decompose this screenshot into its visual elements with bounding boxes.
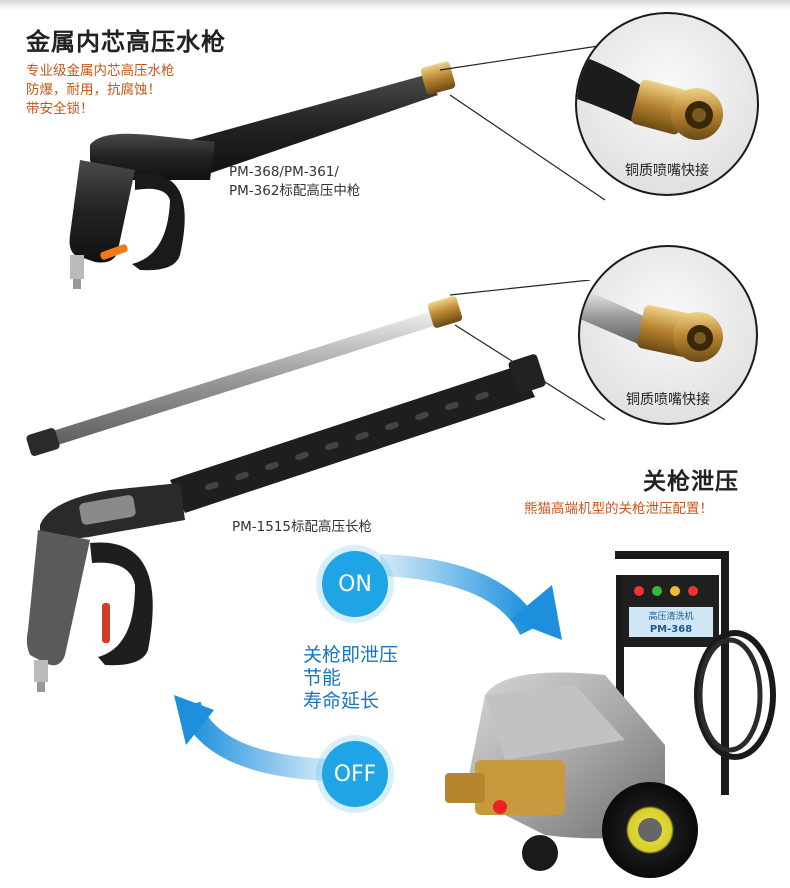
nozzle-zoom-circle-2: 铜质喷嘴快接 [578, 245, 758, 425]
section3-title: 关枪泄压 [643, 469, 739, 495]
machine-panel-line-1: 高压清洗机 [648, 610, 693, 622]
mid-spray-gun-image [69, 61, 456, 289]
brass-coupler-closeup-1 [577, 54, 723, 140]
top-shade [0, 0, 790, 10]
feature-item: 关枪即泄压 [303, 644, 399, 666]
zoom-label-1: 铜质喷嘴快接 [625, 163, 709, 179]
feature-item: 寿命延长 [303, 690, 380, 712]
zoom-connector-lines-2 [449, 280, 606, 421]
section1-subtitle: 专业级金属内芯高压水枪 防爆，耐用，抗腐蚀！ 带安全锁！ [26, 63, 175, 117]
zoom-connector-lines-1 [439, 44, 606, 201]
machine-panel-line-2: PM-368 [650, 624, 692, 635]
section3-subtitle: 熊猫高端机型的关枪泄压配置！ [524, 501, 713, 517]
pressure-washer-machine-image: 高压清洗机 PM-368 [445, 551, 776, 878]
arrow-head-left-icon [174, 695, 214, 745]
section1-caption: PM-368/PM-361/ PM-362标配高压中枪 [229, 164, 361, 199]
brass-coupler-closeup-2 [580, 287, 723, 362]
zoom-label-2: 铜质喷嘴快接 [626, 392, 710, 408]
nozzle-zoom-circle-1: 铜质喷嘴快接 [575, 12, 759, 196]
on-badge: ON [322, 551, 388, 617]
section1-title: 金属内芯高压水枪 [26, 28, 226, 56]
feature-item: 节能 [303, 667, 342, 689]
cycle-arrows [174, 554, 562, 781]
off-badge: OFF [322, 741, 388, 807]
long-spray-gun-image [26, 296, 546, 692]
arrow-head-right-icon [510, 585, 562, 640]
section2-caption: PM-1515标配高压长枪 [232, 519, 373, 535]
features-list: 关枪即泄压 节能 寿命延长 [303, 644, 398, 713]
